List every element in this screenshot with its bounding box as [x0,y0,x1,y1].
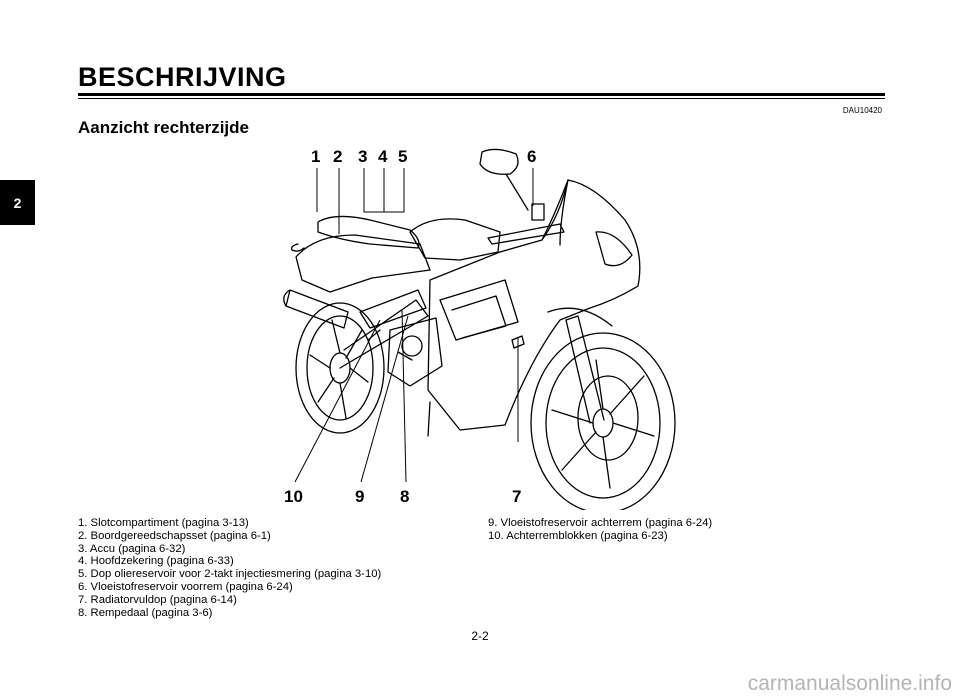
section-heading: Aanzicht rechterzijde [78,118,249,137]
exhaust [283,289,349,329]
callout-1: 1 [311,147,320,166]
legend-item: 4. Hoofdzekering (pagina 6-33) [78,555,234,568]
legend-item: 6. Vloeistofreservoir voorrem (pagina 6-… [78,580,293,593]
header-rule [78,93,885,96]
callout-7: 7 [512,487,521,506]
callout-8: 8 [400,487,409,506]
mirror [479,148,529,211]
page-title: BESCHRIJVING [78,62,287,92]
rear-wheel [295,302,385,434]
legend-item: 7. Radiatorvuldop (pagina 6-14) [78,593,237,606]
handlebar [487,223,565,245]
front-fork [565,315,605,424]
legend-item: 1. Slotcompartiment (pagina 3-13) [78,517,249,529]
callout-4: 4 [378,147,388,166]
legend-item: 2. Boordgereedschapsset (pagina 6-1) [78,529,271,542]
tail-section [295,234,431,293]
legend-right: 9. Vloeistofreservoir achterrem (pagina … [488,517,712,543]
swingarm [339,299,429,369]
doc-code: DAU10420 [842,106,882,115]
motorcycle-illustration: 1 2 3 4 5 6 7 8 9 10 [283,147,676,510]
callout-2: 2 [333,147,342,166]
fairing [427,179,641,431]
callout-6: 6 [527,147,536,166]
callout-10: 10 [284,487,303,506]
legend-left: 1. Slotcompartiment (pagina 3-13) 2. Boo… [78,517,381,619]
fuel-tank [409,218,501,261]
chapter-tab: 2 [0,180,35,225]
legend-item: 8. Rempedaal (pagina 3-6) [78,606,213,619]
callout-3: 3 [358,147,367,166]
callout-9: 9 [355,487,364,506]
front-wheel [530,332,676,510]
page-number: 2-2 [471,629,489,643]
legend-item: 5. Dop oliereservoir voor 2-takt injecti… [78,568,382,581]
watermark[interactable]: carmanualsonline.info [747,672,952,695]
header-rule-thin [78,98,885,99]
legend-item: 10. Achterremblokken (pagina 6-23) [488,529,668,542]
legend-item: 3. Accu (pagina 6-32) [78,542,186,555]
callout-5: 5 [398,147,407,166]
engine [387,317,443,387]
legend-item: 9. Vloeistofreservoir achterrem (pagina … [488,517,713,529]
seat [317,215,420,249]
